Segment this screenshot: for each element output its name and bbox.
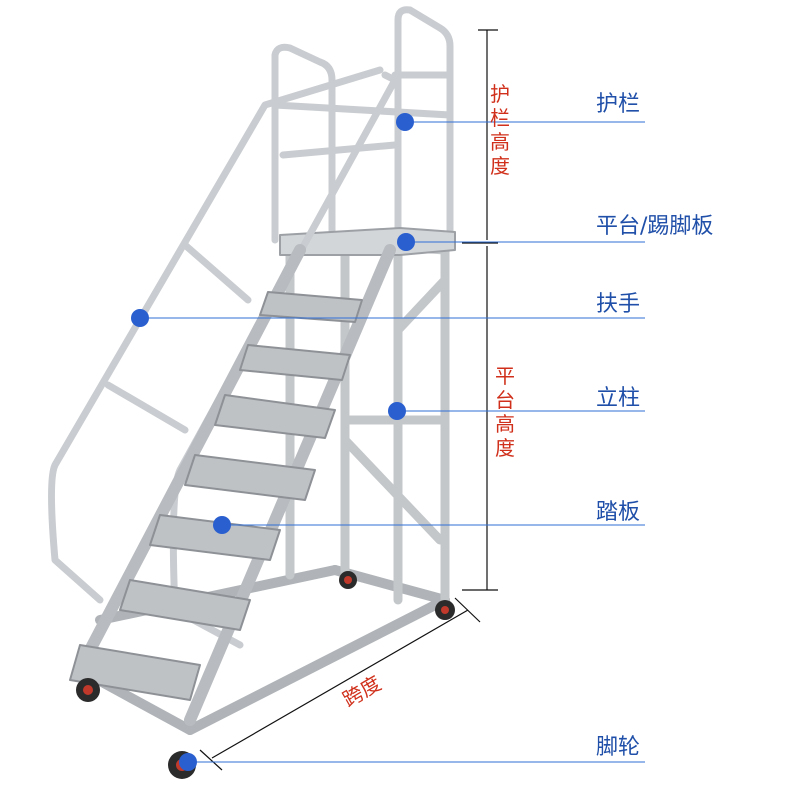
label-handrail: 扶手 [596,292,641,317]
markers [131,113,415,771]
dimension-lines [199,29,498,771]
leaders [140,121,645,763]
marker-caster [179,753,197,771]
treads [69,291,363,701]
marker-tread [213,516,231,534]
label-column: 立柱 [596,386,641,411]
dimension-platform-height: 平台高度 [495,364,515,460]
label-caster: 脚轮 [596,735,641,760]
marker-platform [397,233,415,251]
marker-column [388,402,406,420]
label-platform: 平台/踢脚板 [596,214,714,239]
label-tread: 踏板 [596,500,641,525]
guardrail-frame [271,6,454,249]
dimension-guardrail-height: 护栏高度 [490,82,510,178]
ladder-illustration [48,6,456,779]
label-guardrail: 护栏 [596,92,641,117]
marker-guardrail [396,113,414,131]
span-line [211,609,469,759]
marker-handrail [131,309,149,327]
